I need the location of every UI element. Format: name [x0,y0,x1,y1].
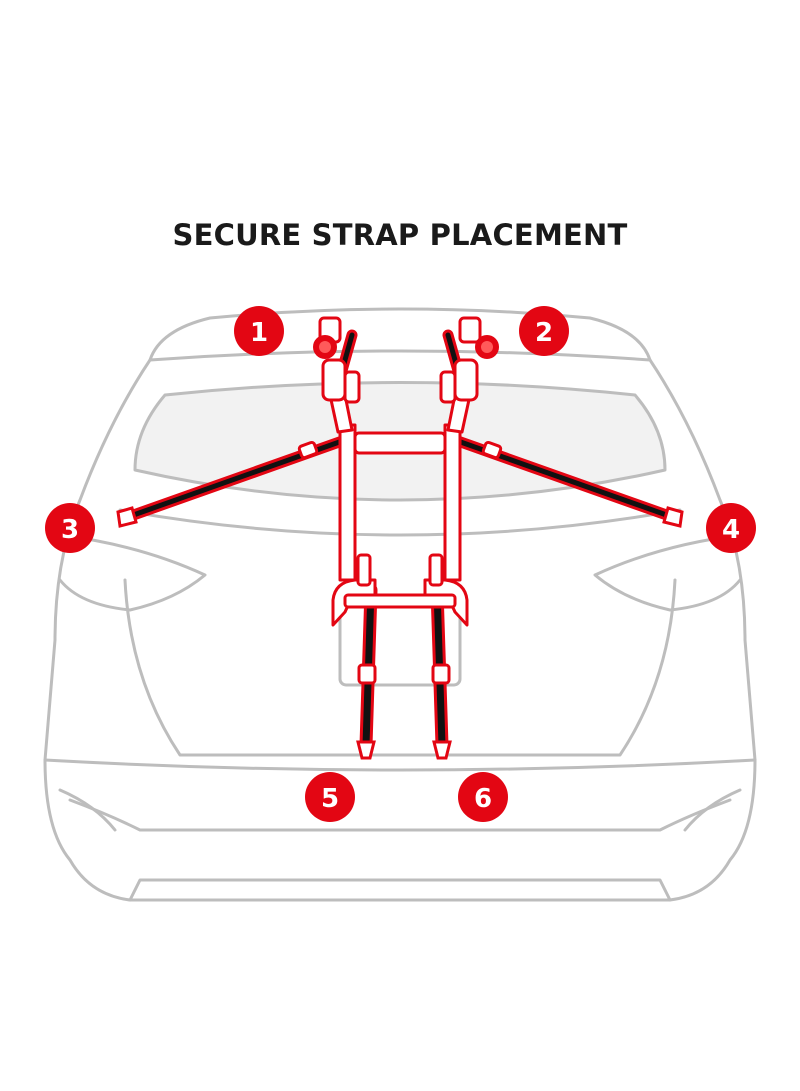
badge-label: 2 [535,318,553,348]
number-badge-6: 6 [458,772,508,822]
badge-label: 5 [321,784,339,814]
strap-hook-icon [116,440,684,760]
badge-label: 4 [722,515,740,545]
badge-label: 3 [61,515,79,545]
number-badge-3: 3 [45,503,95,553]
diagram-title: SECURE STRAP PLACEMENT [172,218,628,252]
badge-label: 1 [250,318,268,348]
badge-label: 6 [474,784,492,814]
number-badge-2: 2 [519,306,569,356]
rack-knob-icon [313,335,499,359]
number-badge-5: 5 [305,772,355,822]
number-badge-1: 1 [234,306,284,356]
bike-rack-icon [318,316,482,627]
number-badge-4: 4 [706,503,756,553]
